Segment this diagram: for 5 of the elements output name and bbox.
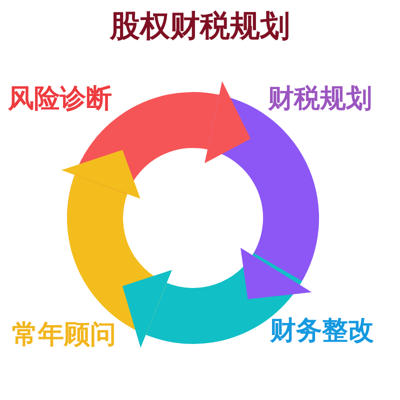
stage-label: 风险诊断 bbox=[8, 86, 112, 112]
stage-label: 财务整改 bbox=[270, 318, 374, 344]
stage-label: 财税规划 bbox=[268, 86, 372, 112]
stage-label: 常年顾问 bbox=[12, 322, 116, 348]
title: 股权财税规划 bbox=[108, 12, 291, 42]
